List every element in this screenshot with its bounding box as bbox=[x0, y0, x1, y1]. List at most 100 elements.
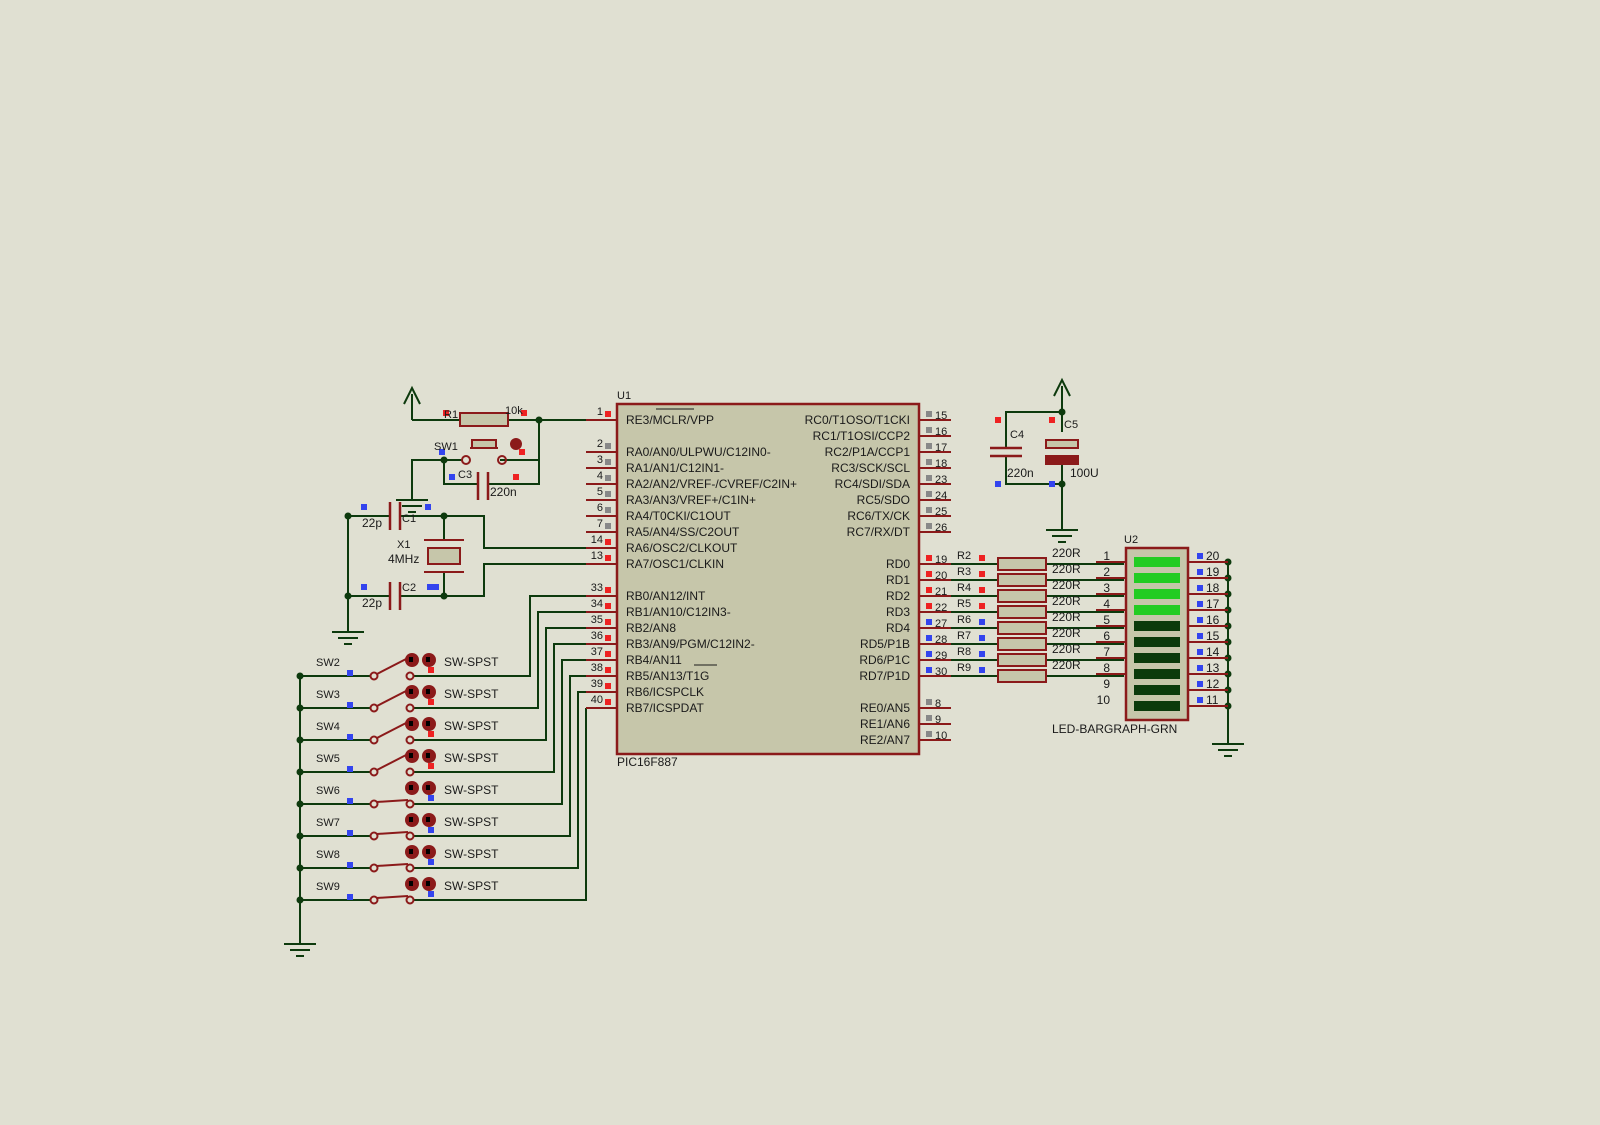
switch-indicator-mark bbox=[426, 881, 430, 886]
switch-ref: SW5 bbox=[316, 753, 340, 765]
mcu-pin-label: RB5/AN13/T1G bbox=[626, 669, 709, 683]
bargraph-pin-number: 5 bbox=[1103, 613, 1110, 627]
switch-indicator-mark bbox=[426, 785, 430, 790]
mcu-pin-label: RA4/T0CKI/C1OUT bbox=[626, 509, 731, 523]
mcu-pin-number: 15 bbox=[935, 410, 947, 422]
mcu-pin-label: RB0/AN12/INT bbox=[626, 589, 706, 603]
wire-sw1-left bbox=[443, 459, 478, 485]
mcu-pin-number: 22 bbox=[935, 602, 947, 614]
mcu-pin-number: 16 bbox=[935, 426, 947, 438]
resistor-r3 bbox=[997, 573, 1047, 587]
pin-marker bbox=[995, 481, 1001, 487]
resistor-pin-marker bbox=[979, 587, 985, 593]
pin-marker bbox=[1049, 481, 1055, 487]
switch-contact-left bbox=[369, 735, 379, 745]
sw1-ref: SW1 bbox=[434, 441, 458, 453]
switch-pin-marker bbox=[428, 763, 434, 769]
switch-contact-left bbox=[369, 863, 379, 873]
resistor-r6 bbox=[997, 621, 1047, 635]
junction-dot bbox=[296, 800, 304, 808]
wire-c3-right bbox=[500, 420, 540, 485]
mcu-pin-marker bbox=[926, 731, 932, 737]
mcu-pin-number: 29 bbox=[935, 650, 947, 662]
c5-plate-negative bbox=[1045, 455, 1079, 465]
mcu-pin-marker bbox=[926, 699, 932, 705]
labels: U1PIC16F8871RE3/MCLR/VPP2RA0/AN0/ULPWU/C… bbox=[316, 390, 1220, 893]
mcu-pin-number: 2 bbox=[597, 438, 603, 450]
mcu-pin-label: RD7/P1D bbox=[859, 669, 910, 683]
bargraph-ref: U2 bbox=[1124, 534, 1138, 546]
bargraph-pin-marker bbox=[1197, 681, 1203, 687]
mcu-pin-label: RB7/ICSPDAT bbox=[626, 701, 704, 715]
switch-ref: SW4 bbox=[316, 721, 340, 733]
switch-indicator-mark bbox=[409, 721, 413, 726]
mcu-pin-number: 10 bbox=[935, 730, 947, 742]
wire-switch-SW6 bbox=[414, 659, 586, 805]
switch-contact-right bbox=[405, 895, 415, 905]
switch-contact-left bbox=[369, 895, 379, 905]
switch-part-name: SW-SPST bbox=[444, 655, 499, 669]
bargraph-pin-number: 14 bbox=[1206, 645, 1220, 659]
mcu-pin-marker bbox=[926, 507, 932, 513]
bargraph-pin-number: 4 bbox=[1103, 597, 1110, 611]
mcu-pin-label: RE2/AN7 bbox=[860, 733, 910, 747]
switch-indicator-mark bbox=[426, 753, 430, 758]
mcu-pin-number: 35 bbox=[591, 614, 603, 626]
bargraph-pin-marker bbox=[1197, 601, 1203, 607]
mcu-pin-label: RC5/SDO bbox=[857, 493, 910, 507]
osc-ground-symbol bbox=[332, 620, 364, 645]
bargraph-segment-1 bbox=[1134, 557, 1180, 567]
bargraph-pin-number: 16 bbox=[1206, 613, 1220, 627]
mcu-pin-label: RB1/AN10/C12IN3- bbox=[626, 605, 731, 619]
bargraph-pin-marker bbox=[1197, 585, 1203, 591]
pin-marker bbox=[521, 410, 527, 416]
mcu-pin-label: RC7/RX/DT bbox=[847, 525, 911, 539]
resistor-ref: R7 bbox=[957, 630, 971, 642]
bargraph-pin-marker bbox=[1197, 649, 1203, 655]
mcu-pin-marker bbox=[605, 507, 611, 513]
switch-indicator-mark bbox=[426, 849, 430, 854]
switch-pin-marker bbox=[428, 827, 434, 833]
mcu-pin-label: RC2/P1A/CCP1 bbox=[825, 445, 911, 459]
mcu-pin-label: RC3/SCK/SCL bbox=[831, 461, 910, 475]
mcu-pin-marker bbox=[605, 619, 611, 625]
x1-value: 4MHz bbox=[388, 552, 419, 566]
mcu-pin-marker bbox=[926, 411, 932, 417]
mcu-pin-marker bbox=[605, 699, 611, 705]
switch-contact-right bbox=[405, 767, 415, 777]
bargraph-pin-number: 3 bbox=[1103, 581, 1110, 595]
vcc-power-symbol bbox=[403, 385, 421, 420]
resistor-value: 220R bbox=[1052, 658, 1081, 672]
resistor-value: 220R bbox=[1052, 626, 1081, 640]
pin-marker bbox=[439, 449, 445, 455]
switch-indicator-mark bbox=[409, 657, 413, 662]
mcu-pin-number: 7 bbox=[597, 518, 603, 530]
switch-indicator-mark bbox=[426, 657, 430, 662]
mcu-pin-number: 26 bbox=[935, 522, 947, 534]
switch-contact-left bbox=[369, 703, 379, 713]
resistor-r4 bbox=[997, 589, 1047, 603]
junction-dot bbox=[296, 704, 304, 712]
mcu-pin-marker bbox=[605, 635, 611, 641]
switch-ref: SW6 bbox=[316, 785, 340, 797]
mcu-ref: U1 bbox=[617, 390, 631, 402]
mcu-pin-marker bbox=[605, 683, 611, 689]
c5-plate-positive bbox=[1045, 439, 1079, 449]
switch-ref: SW7 bbox=[316, 817, 340, 829]
wire-switch-SW5 bbox=[414, 643, 586, 773]
mcu-pin-label: RC1/T1OSI/CCP2 bbox=[813, 429, 911, 443]
wire-osc1 bbox=[400, 563, 586, 597]
mcu-pin-marker bbox=[926, 587, 932, 593]
mcu-pin-label: RC6/TX/CK bbox=[847, 509, 910, 523]
c5-ref: C5 bbox=[1064, 419, 1078, 431]
mcu-pin-number: 8 bbox=[935, 698, 941, 710]
pin-marker bbox=[361, 584, 367, 590]
junction-dot bbox=[1058, 480, 1066, 488]
mcu-pin-marker bbox=[926, 571, 932, 577]
mcu-pin-label: RD3 bbox=[886, 605, 910, 619]
bargraph-segment-4 bbox=[1134, 605, 1180, 615]
switch-part-name: SW-SPST bbox=[444, 687, 499, 701]
wire-switch-SW4 bbox=[414, 627, 586, 741]
bargraph-pin-number: 1 bbox=[1103, 549, 1110, 563]
wire-c4-top bbox=[1005, 411, 1062, 448]
